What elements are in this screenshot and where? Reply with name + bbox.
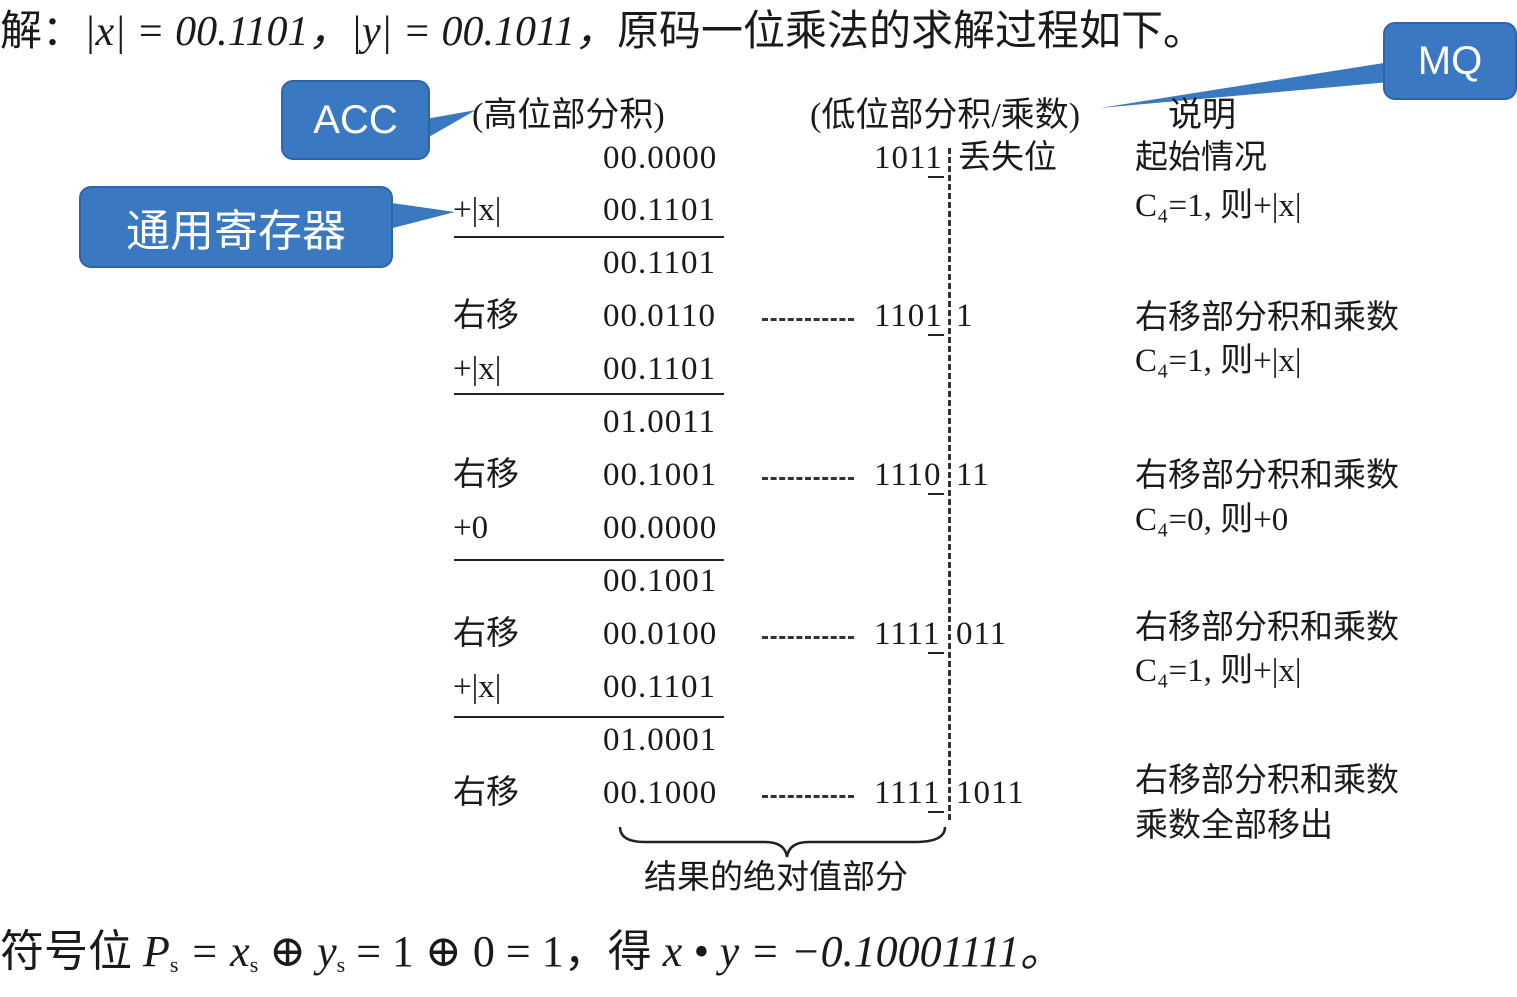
result-brace [618,826,947,858]
sum-line [454,236,724,238]
step-note: C₄=1, 则+|x| [1135,343,1302,379]
mq-value: 1111 [874,616,941,652]
acc-value: 00.1101 [603,669,717,705]
lost-bit-divider [948,148,951,820]
sum-line [454,559,724,561]
sign-y: ⊕ y [258,927,337,976]
operation-label: 右移 [453,298,519,334]
sign-x-subscript: s [249,952,259,977]
header-description: 原码一位乘法的求解过程如下。 [616,9,1205,55]
lowest-bit-marker [928,334,944,336]
lost-bits-value: 11 [956,457,990,493]
mq-value: 1101 [874,298,943,334]
sign-result: = 1 ⊕ 0 = 1，得 [345,927,663,976]
operation-label: +0 [453,510,489,546]
acc-value: 00.1000 [603,775,718,811]
operation-label: +|x| [453,351,502,387]
lowest-bit-marker [928,652,944,654]
register-callout-pointer [385,202,455,230]
step-note: 右移部分积和乘数 [1135,458,1399,494]
lowest-bit-marker [928,811,944,813]
acc-callout: ACC [281,80,430,160]
mq-callout: MQ [1383,22,1517,100]
sum-line [454,393,724,395]
operation-label: +|x| [453,669,502,705]
low-partial-product-header: (低位部分积/乘数) [810,97,1081,134]
shift-connector [762,477,854,480]
shift-connector [762,795,854,798]
sign-p: P [143,927,170,976]
step-note: 乘数全部移出 [1135,808,1333,844]
note-column-header: 说明 [1168,97,1236,134]
acc-value: 01.0011 [603,404,717,440]
operation-label: 右移 [453,616,519,652]
mq-callout-pointer [1100,62,1390,108]
mq-value: 1111 [874,775,941,811]
lost-bits-value: 1 [956,298,974,334]
step-note: 右移部分积和乘数 [1135,610,1399,646]
shift-connector [762,636,854,639]
lost-bits-value: 011 [956,616,1008,652]
header-prefix: 解： [0,9,85,55]
acc-value: 00.1101 [603,245,717,281]
acc-value: 00.1001 [603,563,718,599]
general-register-callout: 通用寄存器 [79,186,393,268]
mq-value: 1011 [874,140,943,176]
sign-p-subscript: s [169,952,179,977]
x-abs-expression: |x| = 00.1101， [84,9,351,55]
sum-line [454,716,724,718]
shift-connector [762,318,854,321]
step-note: C₄=1, 则+|x| [1135,188,1302,224]
lost-bit-label: 丢失位 [958,140,1057,176]
acc-value: 00.1101 [603,351,717,387]
y-abs-expression: |y| = 00.1011， [350,9,617,55]
acc-value: 00.1101 [603,192,717,228]
acc-value: 00.0000 [603,510,718,546]
acc-callout-pointer [420,110,476,142]
product-result: x • y = −0.10001111。 [662,927,1064,976]
acc-value: 00.1001 [603,457,718,493]
acc-value: 00.0100 [603,616,718,652]
lost-bits-value: 1011 [956,775,1025,811]
step-note: C₄=1, 则+|x| [1135,653,1302,689]
result-label: 结果的绝对值部分 [644,860,908,896]
step-note: 起始情况 [1135,140,1267,176]
step-note: 右移部分积和乘数 [1135,763,1399,799]
acc-value: 00.0000 [603,140,718,176]
acc-value: 00.0110 [603,298,717,334]
problem-statement: 解：|x| = 00.1101，|y| = 00.1011，原码一位乘法的求解过… [0,2,1205,62]
acc-value: 01.0001 [603,722,718,758]
operation-label: 右移 [453,457,519,493]
operation-label: 右移 [453,775,519,811]
sign-x: = x [178,927,250,976]
footer-text: 符号位 [0,927,132,976]
lowest-bit-marker [928,176,944,178]
sign-bit-conclusion: 符号位 Ps = xs ⊕ ys = 1 ⊕ 0 = 1，得 x • y = −… [0,920,1064,997]
operation-label: +|x| [453,192,502,228]
sign-y-subscript: s [336,952,346,977]
step-note: 右移部分积和乘数 [1135,300,1399,336]
high-partial-product-header: (高位部分积) [472,97,665,134]
lowest-bit-marker [928,493,944,495]
step-note: C₄=0, 则+0 [1135,502,1289,538]
mq-value: 1110 [874,457,942,493]
